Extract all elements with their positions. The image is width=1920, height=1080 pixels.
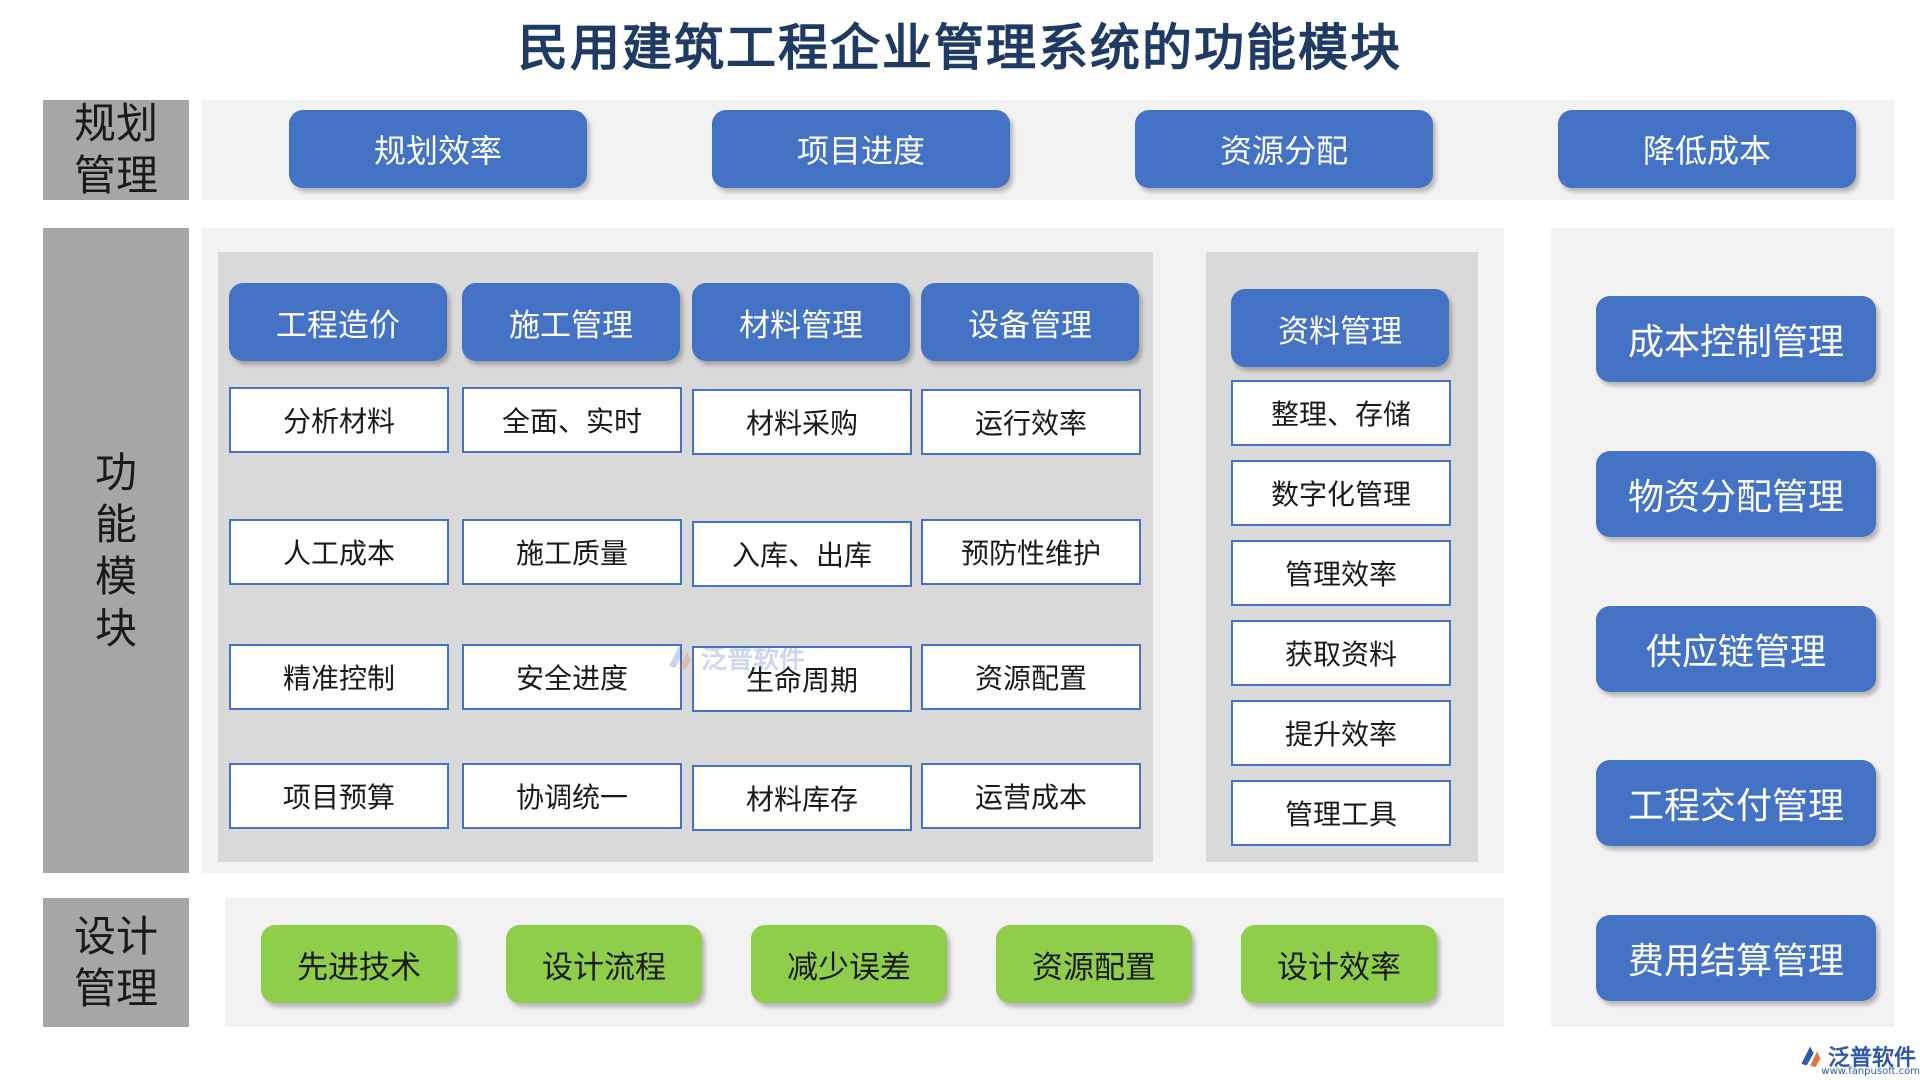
design-label-line-1: 设计 xyxy=(73,911,158,961)
planning-item-progress[interactable]: 项目进度 xyxy=(712,110,1010,188)
equipment-item-preventive[interactable]: 预防性维护 xyxy=(921,519,1141,585)
column-header-documents[interactable]: 资料管理 xyxy=(1231,289,1449,367)
design-item-reduce-error[interactable]: 减少误差 xyxy=(751,925,947,1003)
materials-item-purchasing[interactable]: 材料采购 xyxy=(692,389,912,455)
column-header-materials[interactable]: 材料管理 xyxy=(692,283,910,361)
column-header-cost[interactable]: 工程造价 xyxy=(229,283,447,361)
column-header-construction[interactable]: 施工管理 xyxy=(462,283,680,361)
planning-label-line-1: 规划 xyxy=(73,99,158,148)
design-label-line-2: 管理 xyxy=(73,963,158,1013)
function-label-char-4: 块 xyxy=(94,603,137,653)
materials-item-lifecycle[interactable]: 生命周期 xyxy=(692,646,912,712)
column-header-equipment[interactable]: 设备管理 xyxy=(921,283,1139,361)
equipment-item-operating-cost[interactable]: 运营成本 xyxy=(921,763,1141,829)
design-item-efficiency[interactable]: 设计效率 xyxy=(1241,925,1437,1003)
function-label-char-3: 模 xyxy=(94,551,137,601)
construction-item-safety-progress[interactable]: 安全进度 xyxy=(462,644,682,710)
construction-item-quality[interactable]: 施工质量 xyxy=(462,519,682,585)
planning-label: 规划 管理 xyxy=(43,99,189,200)
design-label: 设计 管理 xyxy=(43,898,189,1027)
cost-item-labor-cost[interactable]: 人工成本 xyxy=(229,519,449,585)
planning-item-allocation[interactable]: 资源分配 xyxy=(1135,110,1433,188)
equipment-item-efficiency[interactable]: 运行效率 xyxy=(921,389,1141,455)
module-cost-control[interactable]: 成本控制管理 xyxy=(1596,296,1876,382)
brand-logo-name: 泛普软件 xyxy=(1828,1046,1917,1071)
brand-logo-url: www.fanpusoft.com xyxy=(1821,1066,1920,1077)
watermark-text: 泛普软件 xyxy=(701,644,806,675)
function-label-char-2: 能 xyxy=(94,499,137,549)
cost-item-project-budget[interactable]: 项目预算 xyxy=(229,763,449,829)
page-title: 民用建筑工程企业管理系统的功能模块 xyxy=(518,19,1402,77)
construction-item-coordination[interactable]: 协调统一 xyxy=(462,763,682,829)
design-item-process[interactable]: 设计流程 xyxy=(506,925,702,1003)
documents-item-organize[interactable]: 整理、存储 xyxy=(1231,380,1451,446)
watermark: 泛普软件 xyxy=(665,635,835,679)
module-project-delivery[interactable]: 工程交付管理 xyxy=(1596,760,1876,846)
module-expense-settlement[interactable]: 费用结算管理 xyxy=(1596,915,1876,1001)
cost-item-analyze-materials[interactable]: 分析材料 xyxy=(229,387,449,453)
documents-item-efficiency[interactable]: 管理效率 xyxy=(1231,540,1451,606)
design-item-technology[interactable]: 先进技术 xyxy=(261,925,457,1003)
documents-item-tools[interactable]: 管理工具 xyxy=(1231,780,1451,846)
documents-item-improve[interactable]: 提升效率 xyxy=(1231,700,1451,766)
planning-label-line-2: 管理 xyxy=(73,151,158,200)
module-material-allocation[interactable]: 物资分配管理 xyxy=(1596,451,1876,537)
function-label: 功 能 模 块 xyxy=(43,228,189,873)
planning-item-efficiency[interactable]: 规划效率 xyxy=(289,110,587,188)
materials-item-inventory[interactable]: 材料库存 xyxy=(692,765,912,831)
design-item-resources[interactable]: 资源配置 xyxy=(996,925,1192,1003)
brand-logo-icon xyxy=(1801,1046,1821,1068)
equipment-item-resources[interactable]: 资源配置 xyxy=(921,644,1141,710)
module-supply-chain[interactable]: 供应链管理 xyxy=(1596,606,1876,692)
planning-item-reduce-cost[interactable]: 降低成本 xyxy=(1558,110,1856,188)
watermark-logo-icon xyxy=(669,646,691,670)
documents-item-digital[interactable]: 数字化管理 xyxy=(1231,460,1451,526)
function-label-char-1: 功 xyxy=(94,447,137,497)
cost-item-precise-control[interactable]: 精准控制 xyxy=(229,644,449,710)
documents-item-retrieve[interactable]: 获取资料 xyxy=(1231,620,1451,686)
brand-logo: 泛普软件 xyxy=(1798,1036,1920,1076)
construction-item-realtime[interactable]: 全面、实时 xyxy=(462,387,682,453)
materials-item-in-out[interactable]: 入库、出库 xyxy=(692,521,912,587)
